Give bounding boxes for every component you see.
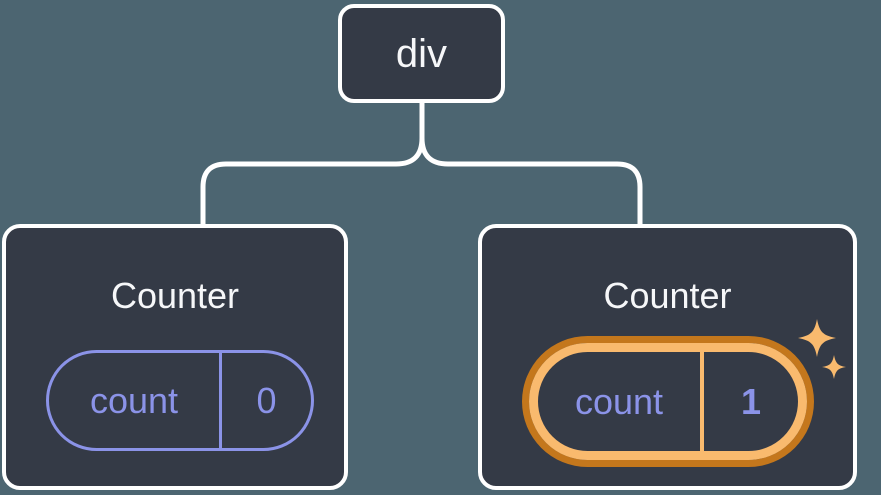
sparkle-large xyxy=(798,319,836,357)
state-pill-left: count 0 xyxy=(46,350,314,451)
connector-right-branch xyxy=(419,103,643,226)
root-node-label: div xyxy=(395,31,448,76)
state-value-left: 0 xyxy=(256,379,277,421)
state-pill-divider-left xyxy=(219,353,222,448)
sparkles-icon xyxy=(798,319,846,379)
counter-left-title: Counter xyxy=(110,275,240,316)
state-key-right: count xyxy=(574,380,664,422)
state-value-right: 1 xyxy=(740,380,762,422)
state-pill-divider-right xyxy=(700,352,704,451)
counter-node-left: Counter count 0 xyxy=(2,224,348,490)
counter-node-right: Counter count 1 xyxy=(478,224,857,490)
root-node: div xyxy=(338,4,505,103)
counter-right-title: Counter xyxy=(603,275,732,316)
state-key-left: count xyxy=(89,379,179,421)
state-pill-right-highlighted: count 1 xyxy=(529,343,807,460)
connector-left-branch xyxy=(200,103,425,226)
sparkle-small xyxy=(822,355,846,379)
